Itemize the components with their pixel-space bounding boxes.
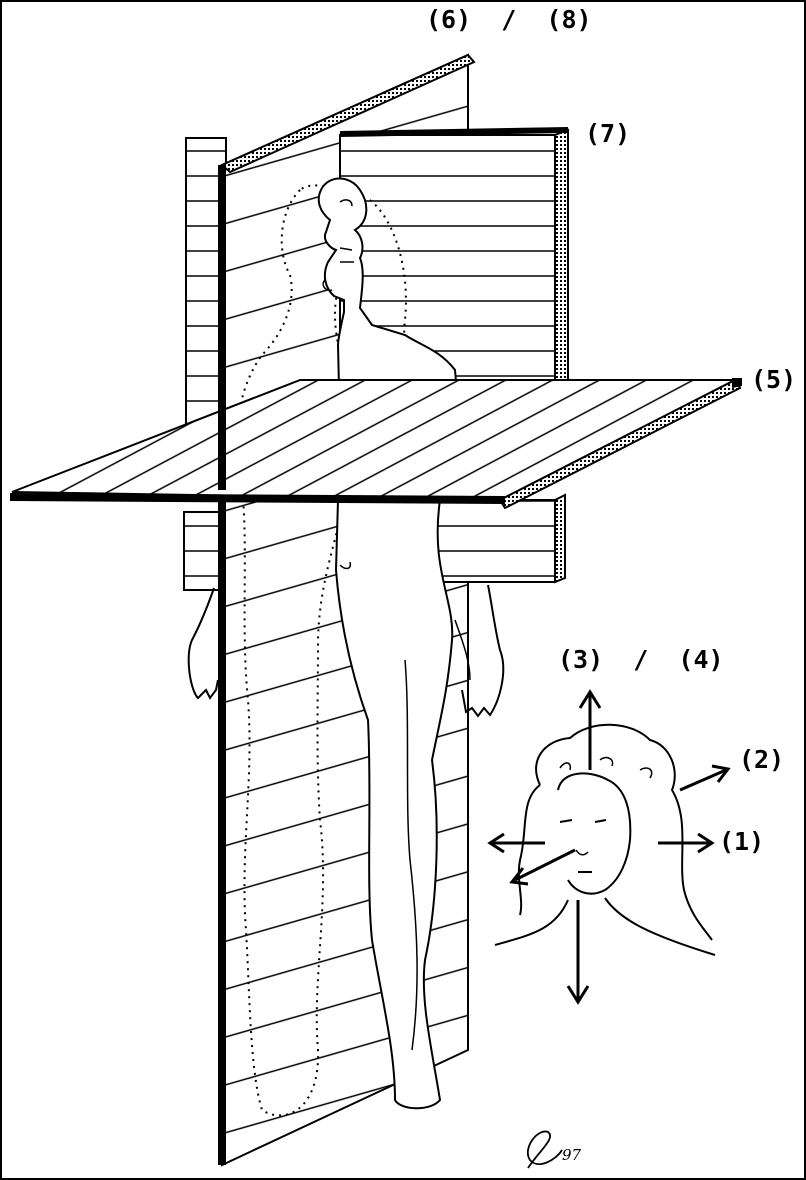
label-plane-7: (7) (585, 119, 630, 148)
hair-outline (535, 723, 713, 941)
left-arm (187, 587, 219, 700)
artist-signature: 97 (527, 1130, 582, 1169)
right-arm (454, 584, 505, 718)
label-plane-5: (5) (751, 365, 796, 394)
transverse-plane-edge (9, 493, 506, 504)
transverse-plane (9, 378, 742, 510)
shoulders (494, 897, 716, 956)
arrow-anterior (514, 848, 576, 882)
face-outline (557, 772, 632, 895)
label-direction-3-4: (3) / (4) (558, 645, 724, 674)
signature-year: 97 (562, 1146, 582, 1164)
label-direction-1: (1) (719, 827, 764, 856)
arrow-lateral (679, 768, 727, 792)
label-direction-2: (2) (739, 745, 784, 774)
lower-body (334, 499, 454, 1110)
label-planes-6-8: (6) / (8) (426, 5, 592, 34)
signature-mark (527, 1130, 563, 1169)
eyes (559, 819, 607, 823)
body-hidden-outline-right (369, 199, 439, 561)
face-with-directions (494, 723, 716, 956)
direction-arrows (487, 689, 731, 1005)
coronal-plane-right-lower (419, 493, 566, 584)
coronal-plane-left-lower (183, 511, 225, 591)
